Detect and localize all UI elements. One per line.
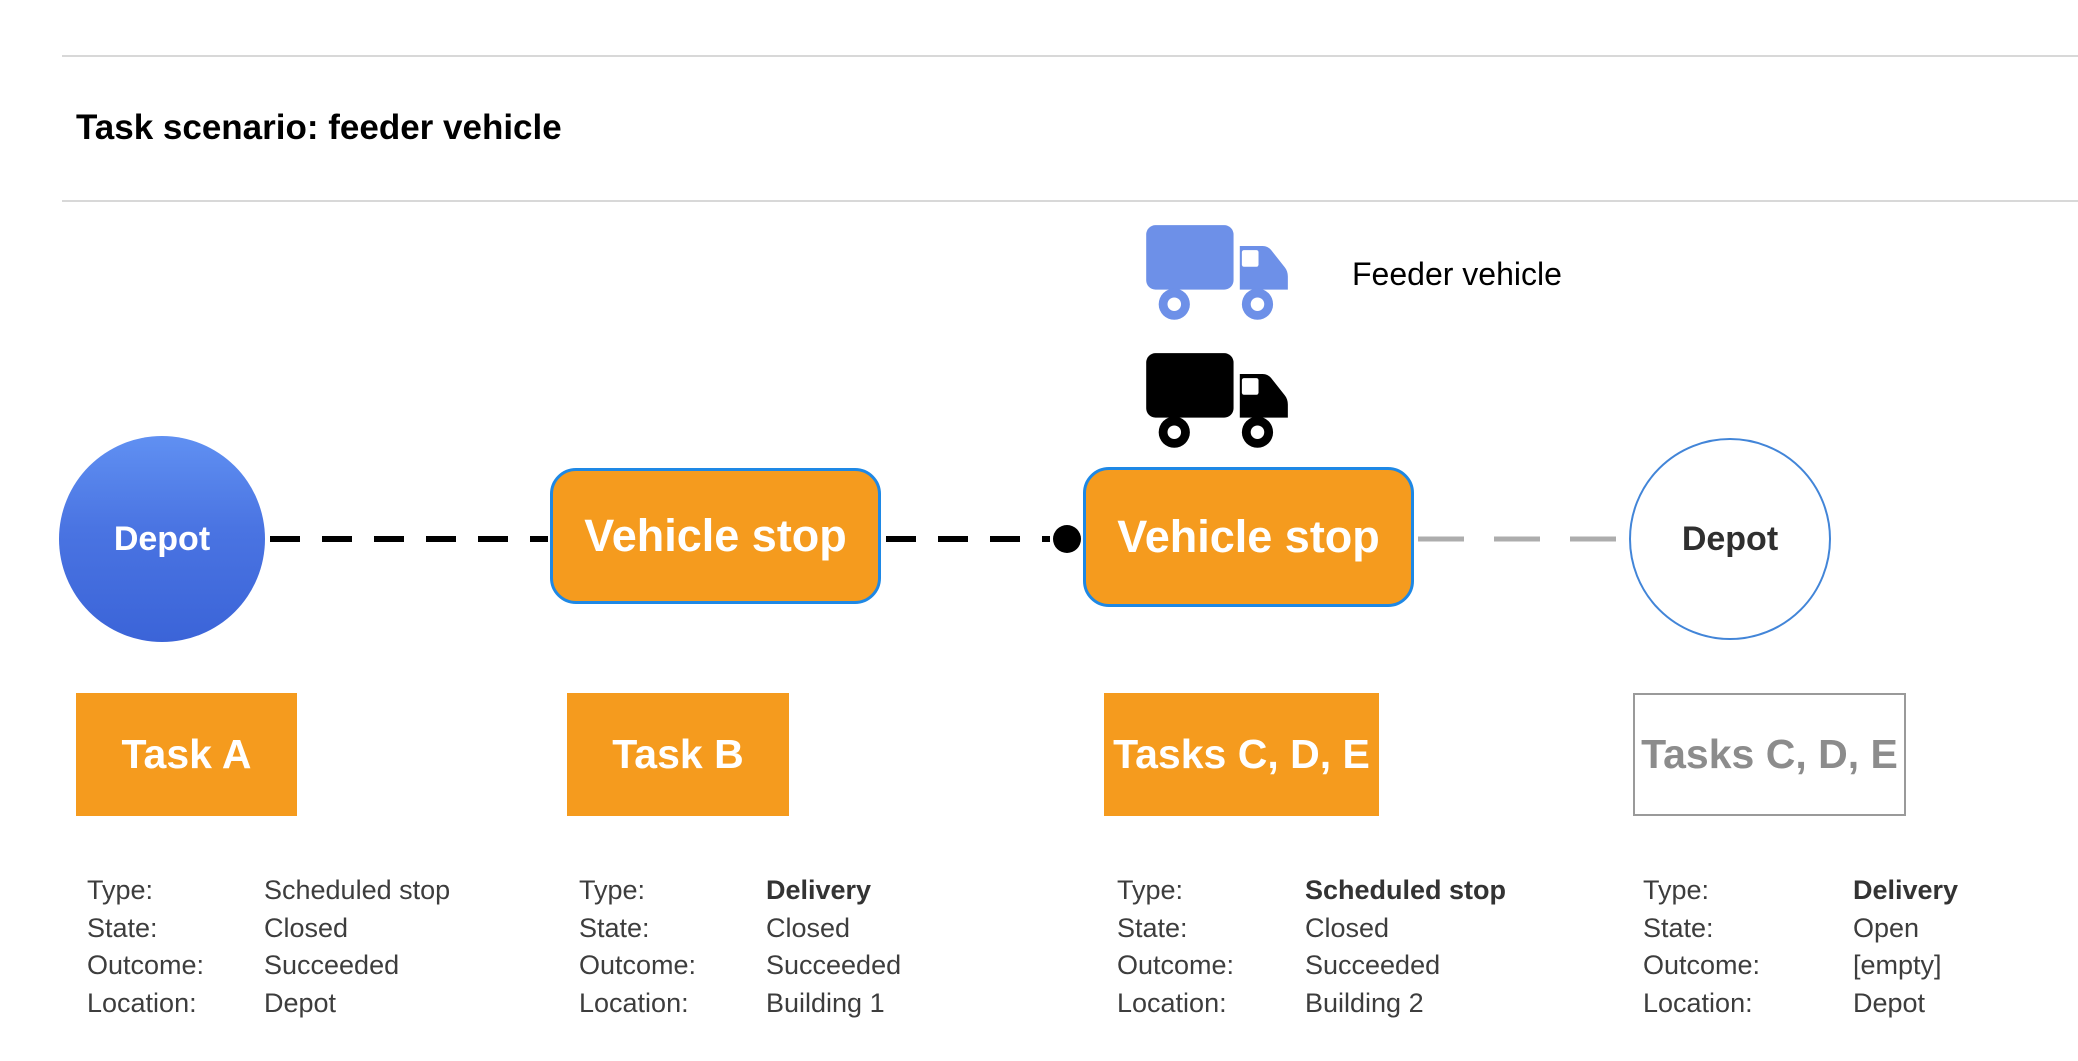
- detail-value: Succeeded: [1305, 950, 1441, 980]
- vehicle-stop-2-label: Vehicle stop: [1117, 511, 1380, 562]
- detail-label: Location:: [87, 987, 197, 1018]
- detail-value: Depot: [264, 987, 337, 1018]
- detail-value: Closed: [264, 912, 349, 943]
- task-a-details: Type: Scheduled stop State: Closed Outco…: [87, 872, 450, 1022]
- detail-value: Building 2: [1305, 987, 1424, 1018]
- detail-label: Outcome:: [579, 950, 697, 980]
- vehicle-stop-1-node: Vehicle stop: [550, 468, 881, 604]
- task-a-label: Task A: [121, 731, 252, 777]
- task-b-details: Type: Delivery State: Closed Outcome: Su…: [579, 872, 901, 1022]
- detail-label: State:: [87, 912, 158, 943]
- title-divider: [62, 200, 2078, 202]
- detail-label: Type:: [87, 875, 154, 905]
- depot-end-node: Depot: [1629, 438, 1831, 640]
- detail-value: Delivery: [766, 875, 872, 905]
- detail-value: Closed: [1305, 912, 1390, 943]
- depot-start-node: Depot: [59, 436, 265, 642]
- detail-value: Building 1: [766, 987, 885, 1018]
- feeder-truck-icon: [1146, 225, 1288, 320]
- detail-value: [empty]: [1853, 950, 1942, 980]
- page-title: Task scenario: feeder vehicle: [76, 108, 562, 147]
- tasks-cde-box: Tasks C, D, E: [1104, 693, 1379, 816]
- detail-value: Succeeded: [766, 950, 902, 980]
- vehicle-stop-1-label: Vehicle stop: [584, 510, 847, 561]
- detail-label: Location:: [1643, 987, 1753, 1018]
- detail-value: Closed: [766, 912, 851, 943]
- detail-label: State:: [1117, 912, 1188, 943]
- tasks-cde-details: Type: Scheduled stop State: Closed Outco…: [1117, 872, 1506, 1022]
- detail-value: Succeeded: [264, 950, 400, 980]
- task-b-label: Task B: [612, 731, 744, 777]
- tasks-cde-planned-box: Tasks C, D, E: [1633, 693, 1906, 816]
- task-b-box: Task B: [567, 693, 789, 816]
- detail-value: Scheduled stop: [1305, 875, 1507, 905]
- detail-label: Type:: [1643, 875, 1710, 905]
- detail-label: State:: [1643, 912, 1714, 943]
- detail-label: Outcome:: [1117, 950, 1235, 980]
- detail-value: Scheduled stop: [264, 875, 451, 905]
- depot-start-label: Depot: [113, 519, 211, 558]
- task-a-box: Task A: [76, 693, 297, 816]
- tasks-cde-planned-details: Type: Delivery State: Open Outcome: [emp…: [1643, 872, 1958, 1022]
- top-divider: [62, 55, 2078, 57]
- depot-end-label: Depot: [1681, 519, 1779, 558]
- vehicle-stop-2-node: Vehicle stop: [1083, 467, 1414, 607]
- detail-label: Location:: [579, 987, 689, 1018]
- detail-label: Outcome:: [87, 950, 205, 980]
- tasks-cde-label: Tasks C, D, E: [1113, 731, 1370, 777]
- detail-label: Outcome:: [1643, 950, 1761, 980]
- junction-dot: [1053, 525, 1081, 553]
- detail-label: State:: [579, 912, 650, 943]
- tasks-cde-planned-label: Tasks C, D, E: [1641, 731, 1898, 777]
- detail-label: Type:: [579, 875, 646, 905]
- feeder-vehicle-label: Feeder vehicle: [1352, 256, 1562, 292]
- detail-value: Depot: [1853, 987, 1926, 1018]
- detail-value: Open: [1853, 912, 1920, 943]
- detail-value: Delivery: [1853, 875, 1959, 905]
- detail-label: Location:: [1117, 987, 1227, 1018]
- main-truck-icon: [1146, 353, 1288, 448]
- detail-label: Type:: [1117, 875, 1184, 905]
